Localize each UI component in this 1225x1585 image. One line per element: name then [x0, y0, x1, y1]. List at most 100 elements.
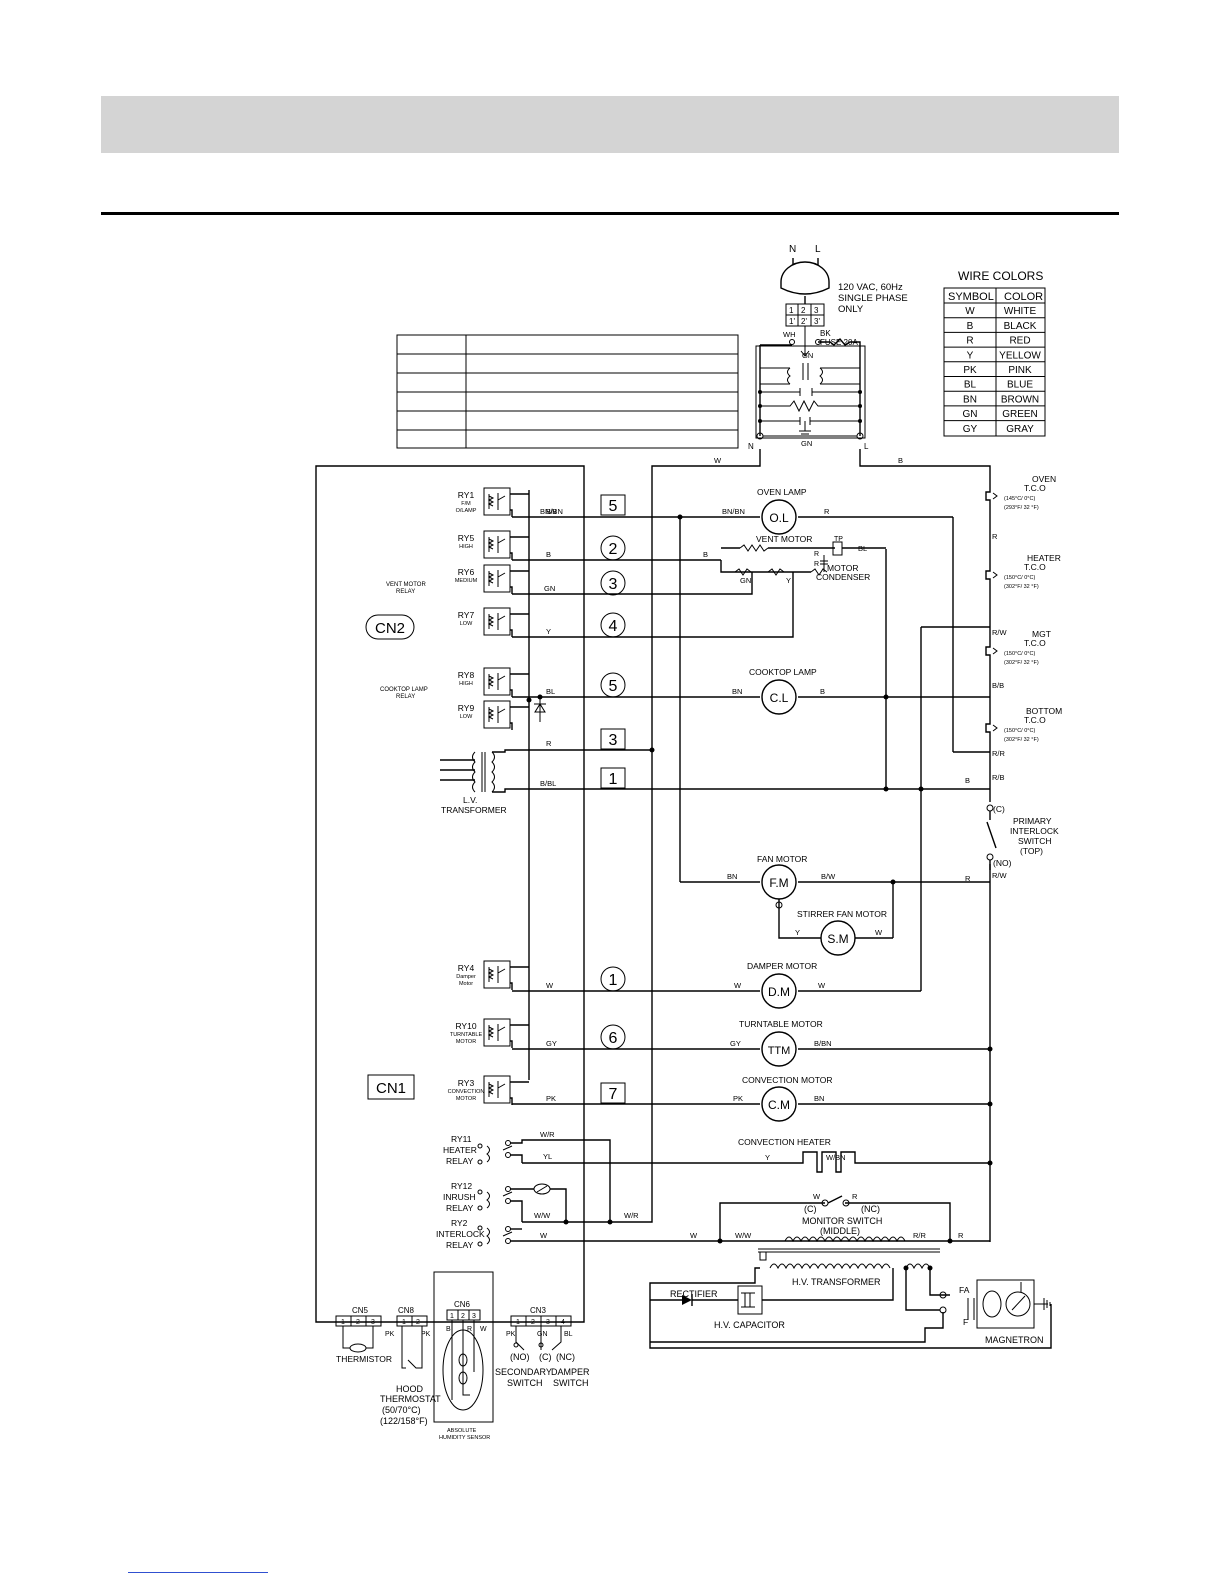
svg-text:3: 3	[472, 1313, 476, 1320]
svg-text:INTERLOCK: INTERLOCK	[1010, 826, 1059, 836]
cutoff-label: (302°F/ 32 °F)	[1004, 660, 1039, 666]
cooktop-lamp-symbol: C.L	[770, 691, 789, 705]
humidity-sensor-label: ABSOLUTE	[447, 1428, 477, 1434]
damper-motor: DAMPER MOTOR D.M W W	[734, 961, 826, 1009]
svg-text:INRUSH: INRUSH	[443, 1192, 476, 1202]
relay-sub-label: LOW	[460, 621, 473, 627]
svg-text:W: W	[875, 928, 883, 937]
pin-number: 5	[609, 498, 618, 515]
fuse-label: FUSE 20A	[820, 338, 858, 347]
svg-text:RELAY: RELAY	[396, 589, 415, 595]
svg-text:W: W	[690, 1231, 698, 1240]
svg-text:(C): (C)	[804, 1204, 817, 1214]
relay-id: RY3	[458, 1078, 475, 1088]
cutoff-label: T.C.O	[1024, 562, 1046, 572]
svg-text:R: R	[814, 561, 819, 568]
relay-id: RY6	[458, 567, 475, 577]
stirrer-motor-symbol: S.M	[827, 932, 848, 946]
pin-number: 2	[609, 541, 618, 558]
wire-symbol-cell: B	[967, 321, 974, 332]
cutoff-label: HEATER	[1027, 553, 1061, 563]
svg-text:W: W	[818, 981, 826, 990]
svg-text:B/BN: B/BN	[814, 1039, 832, 1048]
svg-text:1: 1	[450, 1313, 454, 1320]
connector-cn8: CN8 1 2 PK PK HOOD THERMOSTAT (50/70°C) …	[380, 1306, 441, 1426]
svg-text:SWITCH: SWITCH	[1018, 836, 1052, 846]
svg-text:1': 1'	[789, 317, 795, 326]
convection-motor-symbol: C.M	[768, 1098, 790, 1112]
svg-text:Y: Y	[786, 576, 791, 585]
svg-text:R/B: R/B	[992, 773, 1005, 782]
relay-sub-label: MOTOR	[456, 1096, 476, 1102]
svg-text:CN8: CN8	[398, 1306, 415, 1315]
wire-color-cell: GREEN	[1002, 409, 1038, 420]
svg-text:GN: GN	[537, 1331, 548, 1338]
turntable-motor: TURNTABLE MOTOR TTM GY B/BN	[730, 1019, 832, 1067]
svg-text:B: B	[546, 550, 551, 559]
pin-number: 7	[609, 1086, 618, 1103]
relay-sub-label: HIGH	[459, 681, 473, 687]
svg-text:B: B	[898, 456, 903, 465]
header-band	[101, 96, 1119, 153]
svg-text:W/R: W/R	[624, 1211, 639, 1220]
wire-color-cell: BLUE	[1007, 380, 1033, 391]
hood-thermostat-label: HOOD	[396, 1384, 424, 1394]
pin-marker-circle	[600, 1024, 626, 1050]
pin-marker-circle	[600, 612, 626, 638]
svg-text:R/R: R/R	[992, 749, 1006, 758]
svg-text:BL: BL	[546, 687, 555, 696]
svg-text:Y: Y	[765, 1153, 770, 1162]
svg-text:2: 2	[801, 306, 806, 315]
relay-sub-label: MEDIUM	[455, 578, 478, 584]
control-board: CN2 CN1 VENT MOTOR RELAY COOKTOP LAMP RE…	[315, 465, 720, 1323]
svg-text:PK: PK	[546, 1094, 556, 1103]
wire-symbol-cell: BN	[963, 394, 977, 405]
damper-motor-symbol: D.M	[768, 985, 790, 999]
svg-text:RELAY: RELAY	[396, 694, 415, 700]
wire-symbol-cell: GY	[963, 424, 978, 435]
fan-motor-symbol: F.M	[769, 876, 788, 890]
svg-text:3': 3'	[814, 317, 820, 326]
damper-switch-label: DAMPER	[551, 1367, 590, 1377]
connector-cn5: CN5 1 2 3 THERMISTOR	[335, 1306, 392, 1364]
relay-coil-box	[483, 1075, 511, 1104]
wire-symbol-cell: GN	[963, 409, 978, 420]
cutoff-label: (293°F/ 32 °F)	[1004, 505, 1039, 511]
relay-sub-label: CONVECTION	[448, 1089, 485, 1095]
svg-text:RELAY: RELAY	[446, 1156, 474, 1166]
lv-transformer-label: L.V.	[463, 795, 477, 805]
relay-sub-label: HIGH	[459, 544, 473, 550]
svg-text:R: R	[958, 1231, 964, 1240]
svg-text:B: B	[446, 1326, 451, 1333]
color-header: COLOR	[1004, 291, 1043, 303]
svg-text:WH: WH	[783, 330, 796, 339]
cutoff-label: BOTTOM	[1026, 706, 1062, 716]
monitor-switch-label: MONITOR SWITCH	[802, 1216, 882, 1226]
power-plug: N L 1 2 3 1' 2' 3' 120 VAC, 60Hz SINGLE …	[748, 244, 908, 451]
convection-motor: CONVECTION MOTOR C.M PK BN	[733, 1075, 833, 1122]
cn1-label: CN1	[376, 1080, 406, 1097]
wire-color-cell: BROWN	[1001, 394, 1039, 405]
svg-text:BN/BN: BN/BN	[540, 507, 563, 516]
cutoff-label: MGT	[1032, 629, 1051, 639]
svg-text:R: R	[814, 551, 819, 558]
convection-heater: CONVECTION HEATER Y W/BN	[522, 1137, 990, 1173]
svg-text:GN: GN	[740, 576, 751, 585]
rectifier-label: RECTIFIER	[670, 1289, 718, 1299]
svg-text:PK: PK	[385, 1331, 395, 1338]
svg-text:BL: BL	[858, 544, 867, 553]
svg-text:W: W	[813, 1192, 821, 1201]
wire-symbol-cell: BL	[964, 380, 977, 391]
svg-text:BN/BN: BN/BN	[722, 507, 745, 516]
svg-text:3: 3	[371, 1319, 375, 1326]
svg-text:HEATER: HEATER	[443, 1145, 477, 1155]
relay-id: RY9	[458, 703, 475, 713]
cn2-label: CN2	[375, 620, 405, 637]
svg-text:BK: BK	[820, 329, 831, 338]
svg-text:(C): (C)	[993, 804, 1005, 814]
line-label: L	[815, 244, 821, 255]
